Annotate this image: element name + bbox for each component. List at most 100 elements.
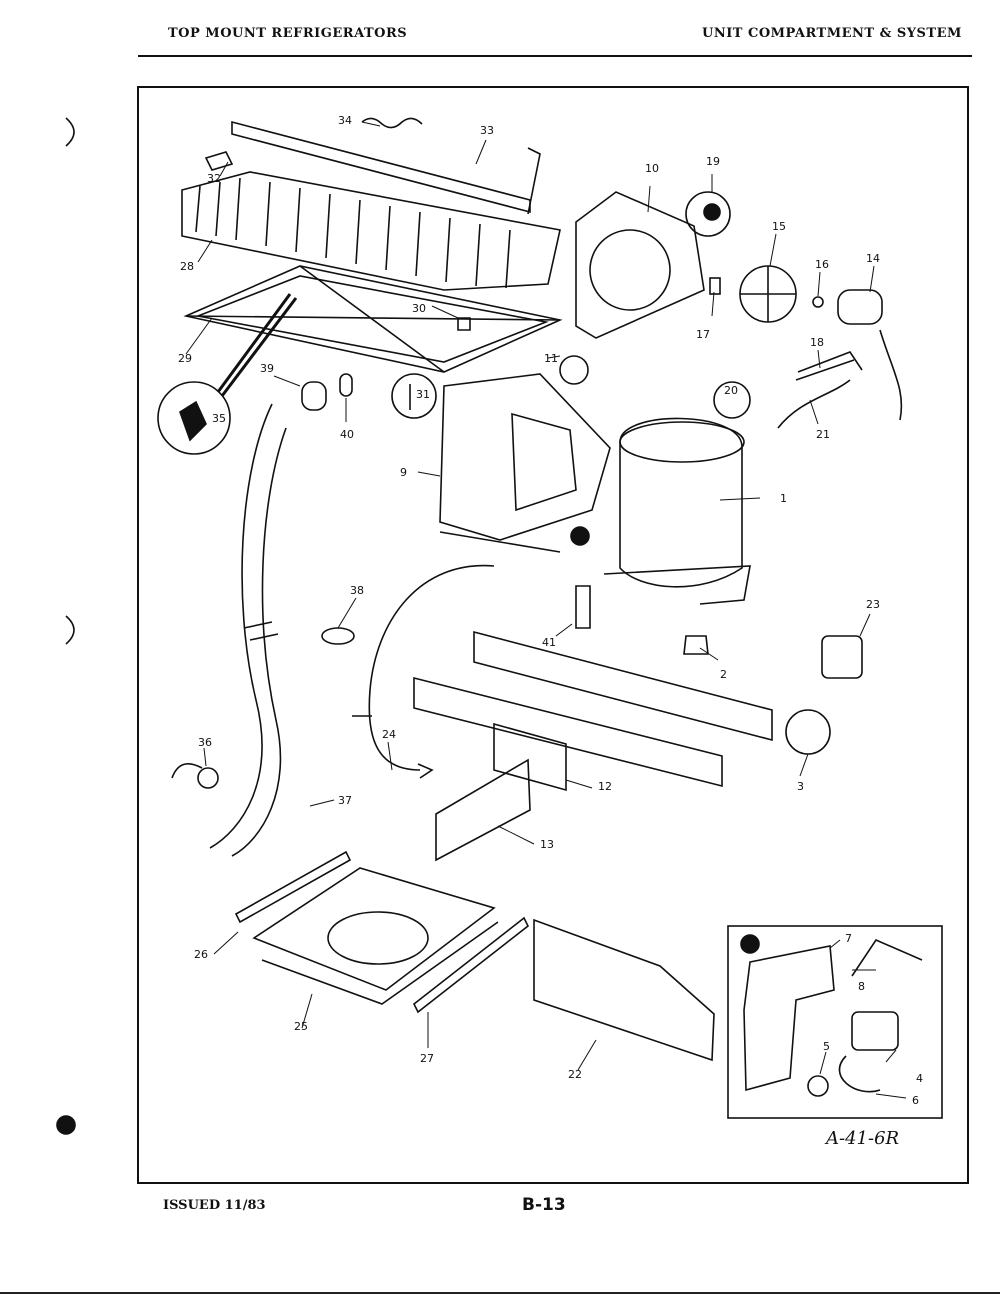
header-left-title: TOP MOUNT REFRIGERATORS	[168, 26, 408, 41]
part-34-wire	[361, 117, 423, 129]
part-26-rail	[234, 850, 352, 924]
part-19-detail	[685, 191, 731, 237]
callout-17: 17	[696, 328, 710, 341]
callout-16: 16	[815, 258, 829, 271]
callout-23: 23	[866, 598, 880, 611]
part-14-wire	[879, 329, 903, 421]
callout-8: 8	[858, 980, 865, 993]
callout-29: 29	[178, 352, 192, 365]
callout-10: 10	[645, 162, 659, 175]
callout-3: 3	[797, 780, 804, 793]
callout-1: 1	[780, 492, 787, 505]
part-12-bracket	[493, 722, 567, 792]
callout-37: 37	[338, 794, 352, 807]
part-23-timer	[821, 635, 863, 679]
callout-14: 14	[866, 252, 880, 265]
part-9-inner	[511, 412, 577, 512]
part-24-cord	[368, 564, 495, 771]
inset-detail-box	[727, 925, 943, 1119]
part-41-drier	[575, 585, 591, 629]
callout-35: 35	[212, 412, 226, 425]
part-17	[709, 277, 721, 295]
part-16	[812, 296, 824, 308]
part-30	[457, 317, 471, 331]
part-9-housing	[439, 373, 611, 541]
part-9-tube	[439, 531, 561, 553]
part-35-clip	[179, 400, 207, 442]
part-1-compressor	[619, 417, 743, 588]
binder-hole-mark	[56, 1115, 76, 1135]
callout-18: 18	[810, 336, 824, 349]
part-39-grommet	[301, 381, 327, 411]
part-35-leader	[216, 293, 298, 397]
part-25-basin	[327, 911, 429, 965]
part-14-fan-motor	[837, 289, 883, 325]
callout-12: 12	[598, 780, 612, 793]
callout-33: 33	[480, 124, 494, 137]
callout-32: 32	[207, 172, 221, 185]
callout-20: 20	[724, 384, 738, 397]
header-right-title: UNIT COMPARTMENT & SYSTEM	[702, 26, 962, 41]
part-24-plug	[352, 715, 434, 779]
callout-4: 4	[916, 1072, 923, 1085]
part-11	[559, 355, 589, 385]
part-13-plate	[435, 758, 531, 862]
part-2-grommet	[683, 635, 709, 655]
callout-6: 6	[912, 1094, 919, 1107]
part-29-inner	[195, 275, 549, 363]
part-36-wire	[171, 762, 203, 779]
part-1-top	[619, 421, 745, 463]
callout-41: 41	[542, 636, 556, 649]
part-4-relay	[851, 1011, 899, 1051]
binder-hole-mark	[65, 615, 75, 645]
part-3-detail	[785, 709, 831, 755]
callout-38: 38	[350, 584, 364, 597]
header-rule	[138, 55, 972, 57]
callout-31: 31	[416, 388, 430, 401]
callout-15: 15	[772, 220, 786, 233]
part-25-lip	[261, 921, 499, 1005]
callout-9: 9	[400, 466, 407, 479]
callout-1-marker	[570, 526, 590, 546]
part-rail-front	[413, 676, 723, 788]
part-10-opening	[589, 229, 671, 311]
part-1-base	[603, 565, 751, 605]
callout-30: 30	[412, 302, 426, 315]
part-19-part	[703, 203, 721, 221]
part-7-cover	[743, 945, 835, 1092]
part-rail-rear	[473, 630, 773, 742]
part-25-drain-pan	[252, 867, 496, 991]
part-28-condenser	[181, 171, 561, 291]
part-38-clamp	[321, 627, 355, 645]
footer-page-number: B-13	[522, 1195, 566, 1215]
part-5-overload	[807, 1075, 829, 1097]
part-33-bracket	[527, 147, 541, 215]
part-40-grommet	[339, 373, 353, 397]
part-32	[204, 151, 234, 171]
callout-36: 36	[198, 736, 212, 749]
part-33-rail	[231, 120, 531, 214]
callout-21: 21	[816, 428, 830, 441]
binder-hole-mark	[65, 117, 75, 147]
part-35-detail	[157, 381, 231, 455]
part-29-braces	[185, 265, 561, 373]
part-15-blades	[740, 266, 796, 322]
callout-13: 13	[540, 838, 554, 851]
part-31-detail	[391, 373, 437, 419]
part-22-panel	[533, 918, 715, 1062]
callout-7: 7	[845, 932, 852, 945]
callout-22: 22	[568, 1068, 582, 1081]
callout-2: 2	[720, 668, 727, 681]
part-6-clip	[838, 1055, 881, 1093]
part-18-bracket	[795, 351, 863, 381]
callout-28: 28	[180, 260, 194, 273]
callout-26: 26	[194, 948, 208, 961]
part-28-fins	[195, 177, 511, 289]
callout-27: 27	[420, 1052, 434, 1065]
part-37-drain-hose	[209, 403, 287, 857]
part-21-wire	[777, 379, 851, 429]
callout-40: 40	[340, 428, 354, 441]
part-8-wire	[851, 938, 923, 977]
diagram-frame	[137, 86, 969, 1184]
